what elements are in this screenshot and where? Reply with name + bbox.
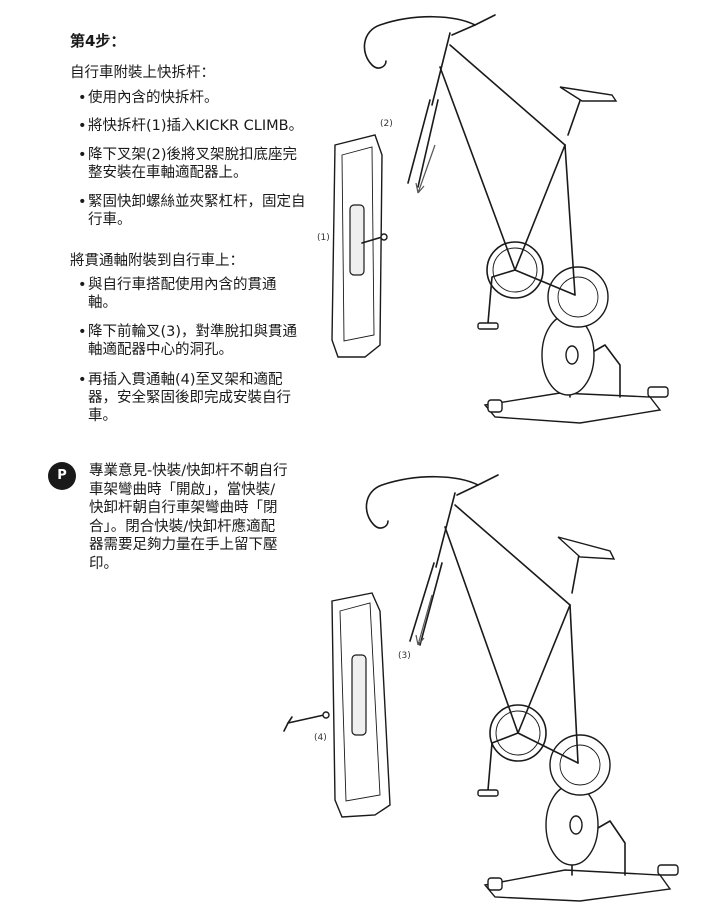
callout-4: (4)	[314, 733, 327, 743]
trainer-base-shape	[483, 392, 662, 424]
down-tube	[444, 526, 519, 734]
bullet-dot: •	[78, 324, 87, 340]
callout-1: (1)	[317, 233, 330, 243]
fork-leg	[407, 99, 431, 184]
callout-3: (3)	[398, 651, 411, 661]
fork-leg	[409, 562, 435, 642]
section2-bullet-3: • 再插入貫通軸(4)至叉架和適配器，安全緊固後即完成安裝自行車。	[78, 372, 291, 424]
quick-release-skewer	[361, 236, 383, 244]
handlebar	[363, 15, 476, 69]
thru-axle	[287, 714, 325, 724]
seat-tube	[517, 604, 571, 734]
crank-arm	[487, 732, 519, 791]
saddle	[559, 86, 618, 102]
trainer-foot	[487, 877, 503, 891]
section1-bullet-3: • 降下叉架(2)後將叉架脫扣底座完整安裝在車軸適配器上。	[78, 147, 298, 181]
seat-tube	[514, 144, 566, 271]
climb-slot	[349, 204, 365, 276]
bullet-dot: •	[78, 147, 87, 163]
pro-tip-text: 專業意見-快裝/快卸杆不朝自行車架彎曲時「開啟」，當快裝/快卸杆朝自行車架彎曲時…	[89, 463, 288, 572]
fork-leg	[419, 562, 443, 646]
section2-heading: 將貫通軸附裝到自行車上：	[70, 253, 244, 269]
arrow-down-icon	[415, 144, 436, 194]
trainer-base-shape	[483, 869, 672, 902]
chain-stay	[517, 732, 579, 764]
figure-bike-thru-axle	[283, 474, 679, 902]
handlebar	[365, 475, 479, 529]
seat-post	[567, 94, 583, 136]
trainer-foot	[657, 864, 679, 876]
section1-bullet-4: • 緊固快卸螺絲並夾緊杠杆，固定自行車。	[78, 194, 306, 228]
section1-bullet-2: • 將快拆杆(1)插入KICKR CLIMB。	[78, 118, 304, 134]
trainer-cassette	[549, 734, 611, 796]
callout-2: (2)	[380, 119, 393, 129]
step-title: 第4步：	[70, 32, 126, 50]
head-tube	[435, 492, 456, 568]
crank-arm	[487, 269, 516, 324]
bullet-dot: •	[78, 90, 87, 106]
trainer-foot	[487, 399, 503, 413]
trainer-cassette	[547, 266, 609, 328]
stem	[451, 24, 476, 36]
top-tube	[454, 504, 571, 606]
flywheel-hub	[569, 815, 583, 835]
head-tube	[431, 32, 451, 106]
bullet-dot: •	[78, 277, 87, 293]
arrow-down-icon	[415, 594, 433, 646]
section1-heading: 自行車附裝上快拆杆：	[70, 65, 215, 81]
pro-tip-badge: P	[48, 462, 76, 490]
bullet-dot: •	[78, 194, 87, 210]
down-tube	[439, 66, 516, 271]
bullet-dot: •	[78, 372, 87, 388]
pedal	[477, 789, 499, 797]
climb-slot	[351, 654, 367, 736]
stem	[456, 484, 479, 496]
chain-stay	[514, 269, 576, 296]
pedal	[477, 322, 499, 330]
trainer-foot	[647, 386, 669, 398]
chainring	[489, 704, 547, 762]
bullet-dot: •	[78, 118, 87, 134]
chainring	[486, 241, 544, 299]
seat-stay	[569, 604, 579, 764]
figure-bike-quick-release	[331, 14, 669, 424]
section1-bullet-1: • 使用內含的快拆杆。	[78, 90, 219, 106]
top-tube	[449, 44, 566, 146]
seat-stay	[564, 144, 576, 296]
flywheel-hub	[565, 345, 579, 365]
section2-bullet-1: • 與自行車搭配使用內含的貫通軸。	[78, 277, 277, 311]
fork-leg	[417, 99, 439, 188]
section2-bullet-2: • 降下前輪叉(3)，對準脫扣與貫通軸適配器中心的洞孔。	[78, 324, 298, 358]
saddle	[557, 536, 616, 560]
